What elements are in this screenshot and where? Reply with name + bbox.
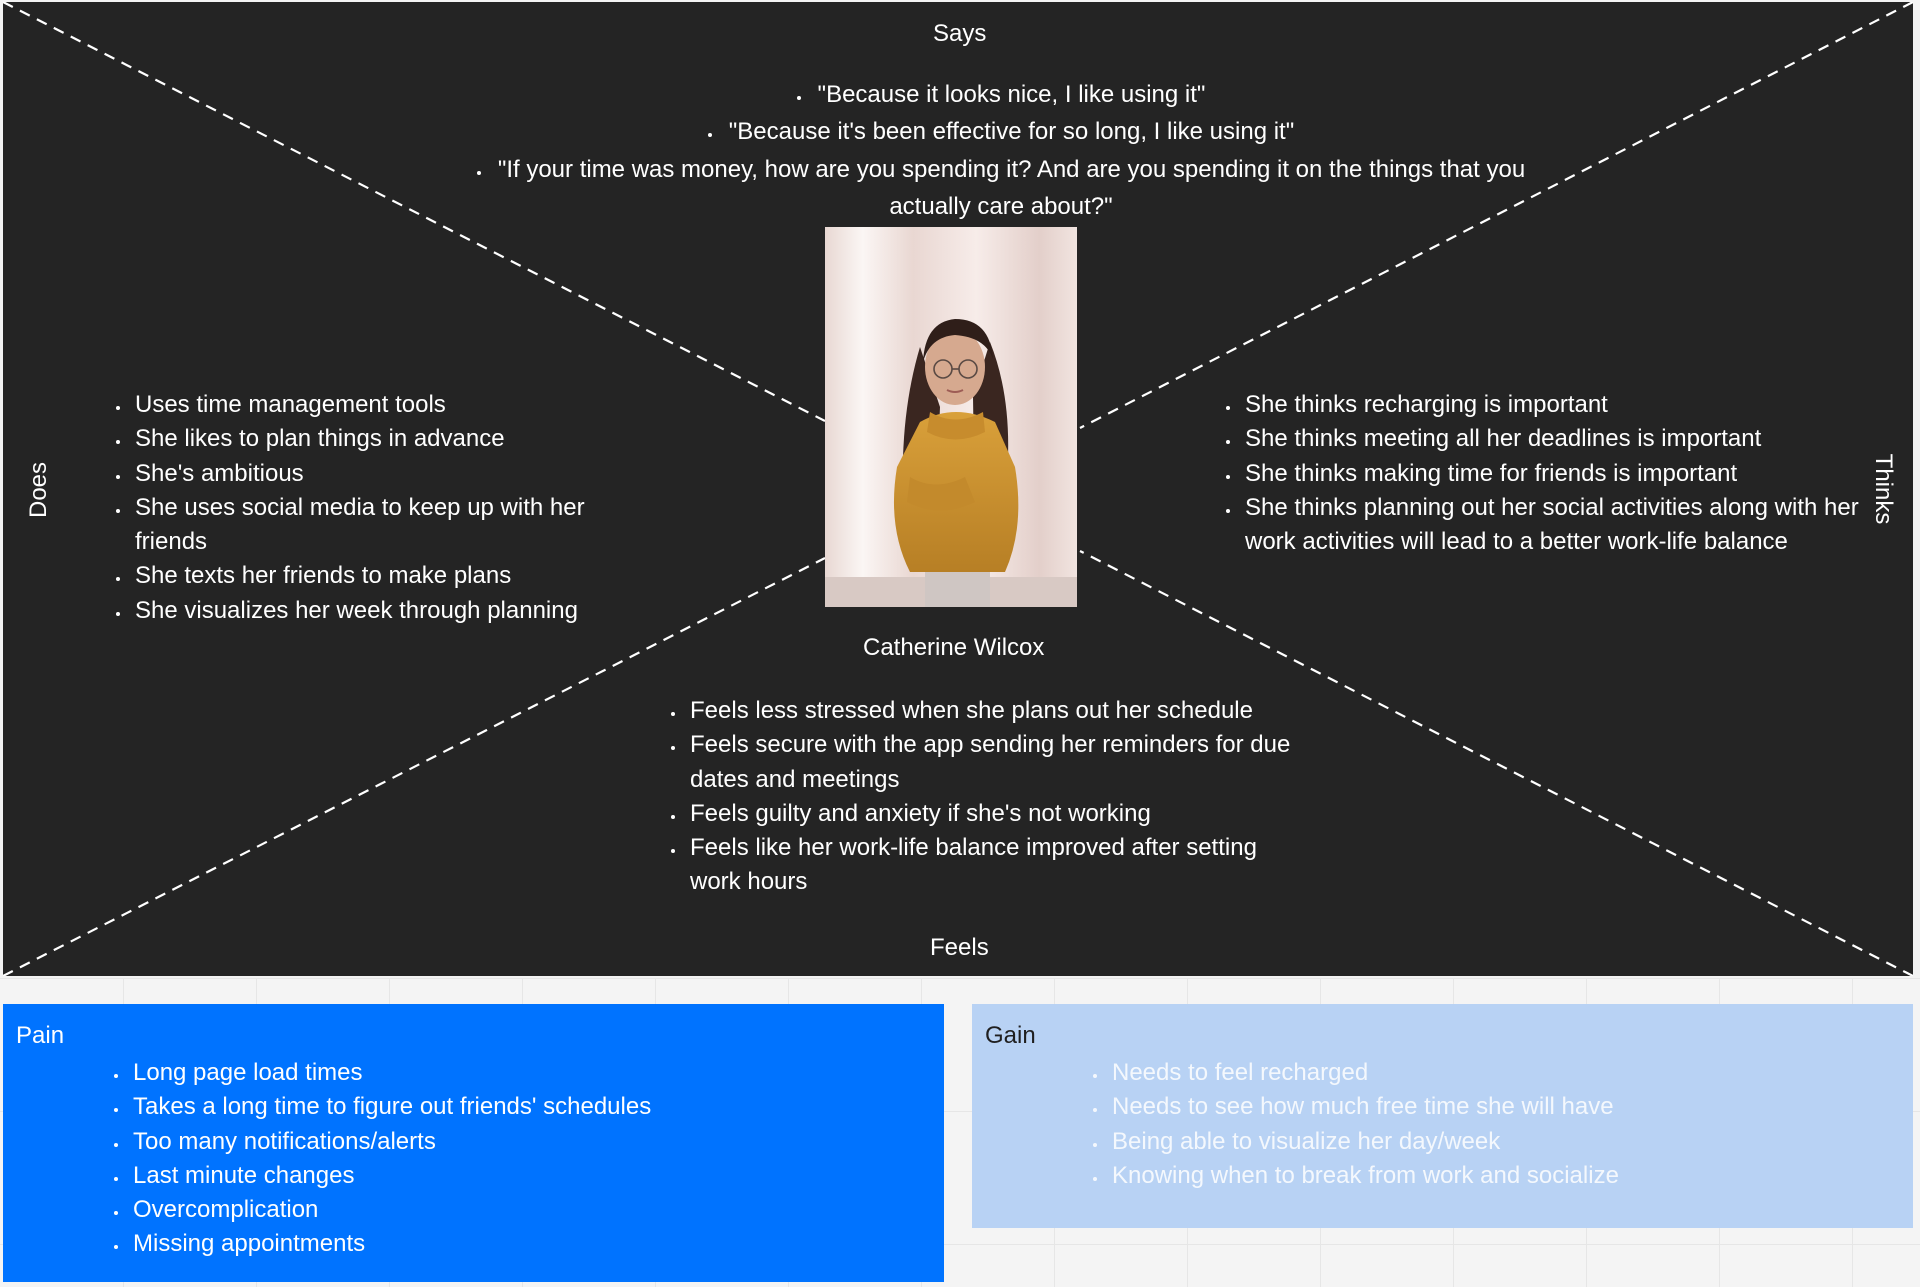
list-item: Feels guilty and anxiety if she's not wo…: [686, 797, 1306, 831]
list-item: Takes a long time to figure out friends'…: [129, 1090, 651, 1124]
says-label: Says: [933, 20, 987, 47]
list-item: Uses time management tools: [131, 388, 651, 422]
says-list: "Because it looks nice, I like using it"…: [443, 78, 1529, 224]
list-item: Being able to visualize her day/week: [1108, 1125, 1619, 1159]
pain-title: Pain: [16, 1022, 65, 1049]
persona-name: Catherine Wilcox: [863, 634, 1045, 661]
list-item: Overcomplication: [129, 1193, 651, 1227]
empathy-map: Says Feels Does Thinks "Because it looks…: [3, 2, 1913, 976]
list-item: Feels like her work-life balance improve…: [686, 831, 1306, 900]
gain-title: Gain: [985, 1022, 1036, 1049]
diagonal-bottom-left: [3, 557, 826, 976]
list-item: Feels less stressed when she plans out h…: [686, 694, 1306, 728]
list-item: She thinks making time for friends is im…: [1241, 457, 1861, 491]
list-item: "If your time was money, how are you spe…: [469, 153, 1529, 225]
quadrant-diagonals: [3, 2, 1913, 976]
feels-list: Feels less stressed when she plans out h…: [660, 694, 1306, 900]
thinks-list: She thinks recharging is important She t…: [1215, 388, 1861, 559]
list-item: She texts her friends to make plans: [131, 559, 651, 593]
list-item: She's ambitious: [131, 457, 651, 491]
list-item: Knowing when to break from work and soci…: [1108, 1159, 1619, 1193]
diagonal-bottom-right: [1079, 550, 1913, 976]
list-item: Needs to see how much free time she will…: [1108, 1090, 1619, 1124]
gain-panel: Gain Needs to feel recharged Needs to se…: [972, 1004, 1913, 1228]
pain-panel: Pain Long page load times Takes a long t…: [3, 1004, 944, 1282]
persona-photo: [825, 227, 1077, 607]
list-item: "Because it's been effective for so long…: [469, 115, 1529, 152]
feels-label: Feels: [930, 934, 989, 961]
list-item: Missing appointments: [129, 1227, 651, 1261]
does-label: Does: [25, 461, 52, 519]
thinks-label: Thinks: [1870, 453, 1897, 525]
list-item: She visualizes her week through planning: [131, 594, 651, 628]
diagonal-top-right: [1079, 2, 1913, 429]
list-item: "Because it looks nice, I like using it": [469, 78, 1529, 115]
does-list: Uses time management tools She likes to …: [105, 388, 651, 628]
persona-illustration: [825, 227, 1077, 607]
list-item: Last minute changes: [129, 1159, 651, 1193]
list-item: Too many notifications/alerts: [129, 1125, 651, 1159]
list-item: Feels secure with the app sending her re…: [686, 728, 1306, 797]
gain-list: Needs to feel recharged Needs to see how…: [1082, 1056, 1619, 1193]
list-item: She thinks meeting all her deadlines is …: [1241, 422, 1861, 456]
list-item: She thinks planning out her social activ…: [1241, 491, 1861, 560]
list-item: She likes to plan things in advance: [131, 422, 651, 456]
list-item: Needs to feel recharged: [1108, 1056, 1619, 1090]
pain-list: Long page load times Takes a long time t…: [103, 1056, 651, 1262]
list-item: She thinks recharging is important: [1241, 388, 1861, 422]
list-item: Long page load times: [129, 1056, 651, 1090]
list-item: She uses social media to keep up with he…: [131, 491, 651, 560]
diagonal-top-left: [3, 2, 826, 422]
